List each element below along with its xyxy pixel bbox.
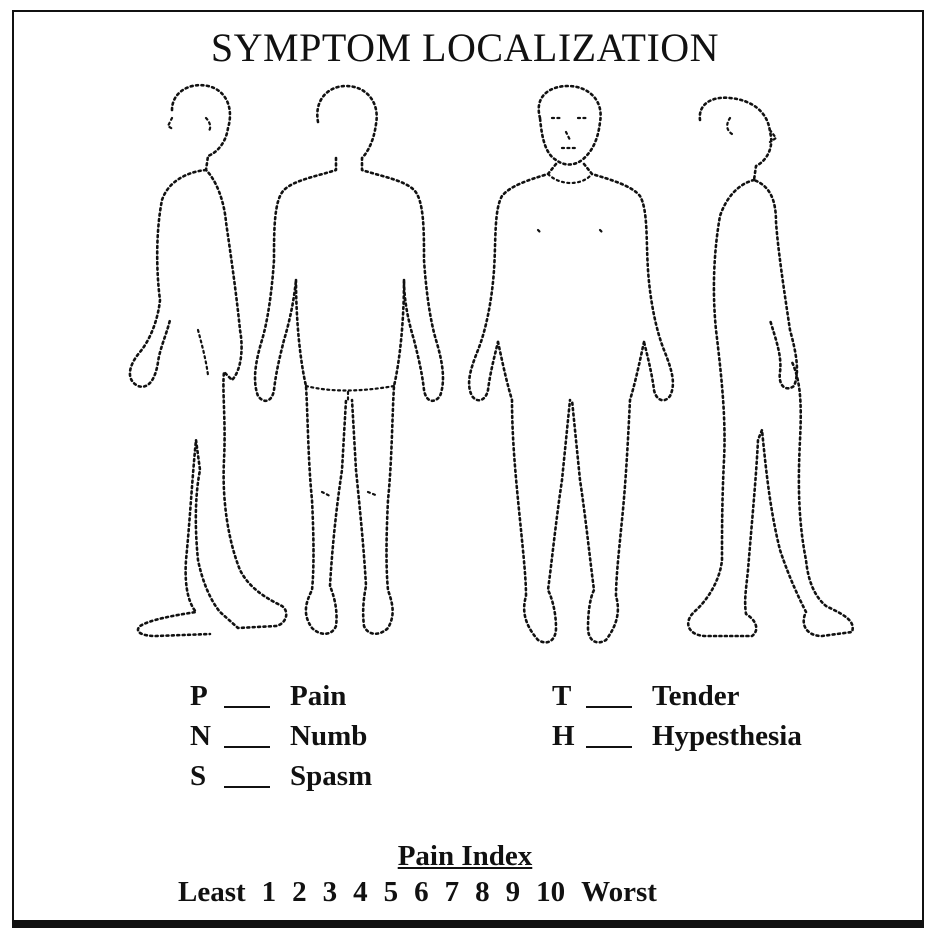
legend-blank-field[interactable] [224,724,270,748]
bottom-border [12,922,924,928]
legend-right: T Tender H Hypesthesia [552,676,802,756]
legend-item-pain: P Pain [190,676,372,716]
legend-blank-field[interactable] [224,684,270,708]
scale-number[interactable]: 10 [536,876,565,909]
scale-number[interactable]: 9 [506,876,521,909]
body-figure-left-side [130,85,286,636]
scale-number[interactable]: 4 [353,876,368,909]
legend-item-hypesthesia: H Hypesthesia [552,716,802,756]
legend-code: S [190,760,224,793]
legend-code: T [552,680,586,713]
scale-number[interactable]: 1 [262,876,277,909]
scale-worst-label: Worst [581,876,657,909]
legend-code: P [190,680,224,713]
legend-left: P Pain N Numb S Spasm [190,676,372,796]
legend-item-tender: T Tender [552,676,802,716]
scale-number[interactable]: 3 [323,876,338,909]
body-figure-front [469,86,673,642]
legend-code: H [552,720,586,753]
legend-blank-field[interactable] [224,764,270,788]
legend-blank-field[interactable] [586,684,632,708]
pain-index-scale: Least 1 2 3 4 5 6 7 8 9 10 Worst [178,876,673,909]
legend-label: Pain [290,680,346,713]
scale-number[interactable]: 2 [292,876,307,909]
scale-number[interactable]: 8 [475,876,490,909]
pain-index-title: Pain Index [0,840,930,873]
legend-blank-field[interactable] [586,724,632,748]
legend-code: N [190,720,224,753]
legend-label: Tender [652,680,740,713]
scale-least-label: Least [178,876,246,909]
pain-index-title-text: Pain Index [398,840,533,872]
legend-label: Numb [290,720,367,753]
legend-label: Hypesthesia [652,720,802,753]
scale-number[interactable]: 6 [414,876,429,909]
legend-item-numb: N Numb [190,716,372,756]
body-figure-back [255,86,443,634]
scale-number[interactable]: 7 [445,876,460,909]
legend-item-spasm: S Spasm [190,756,372,796]
body-figure-right-side [688,98,852,636]
scale-number[interactable]: 5 [384,876,399,909]
legend-label: Spasm [290,760,372,793]
